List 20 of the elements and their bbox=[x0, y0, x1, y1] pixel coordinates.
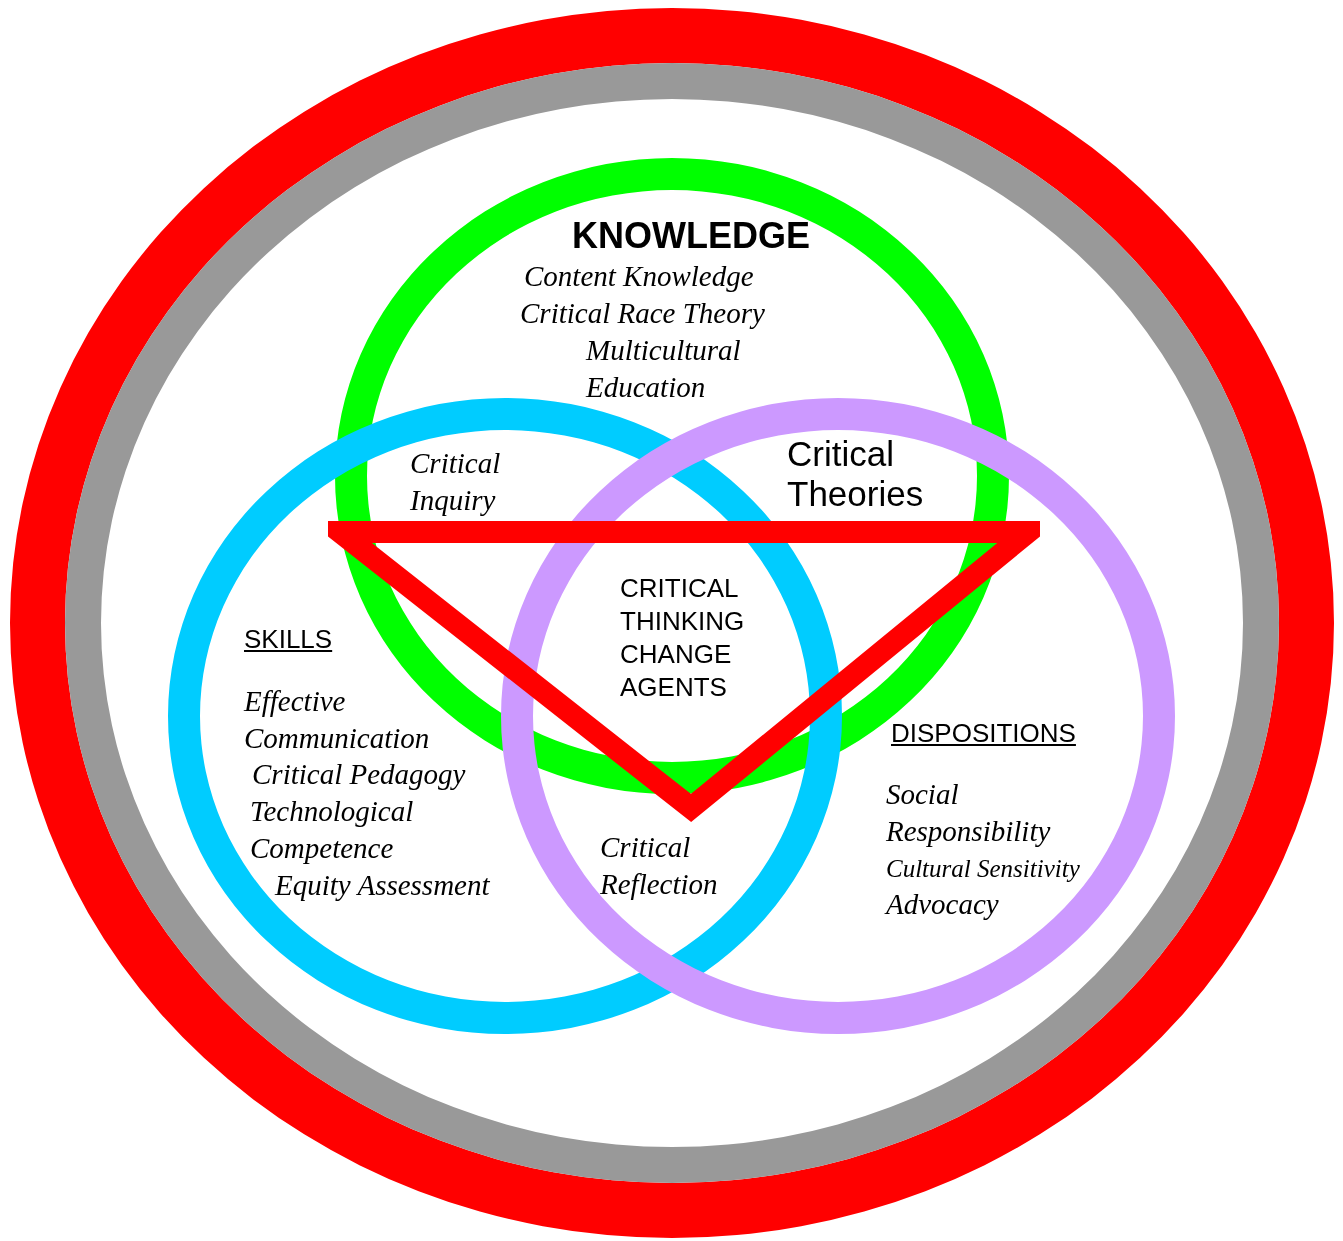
heading: DISPOSITIONS bbox=[891, 717, 1077, 750]
list-item: Social Responsibility bbox=[886, 777, 1052, 849]
dispositions-circle bbox=[501, 398, 1175, 1034]
list-item: Multicultural Education bbox=[586, 333, 742, 405]
overlap-label: Critical Inquiry bbox=[410, 446, 502, 518]
list-item: Advocacy bbox=[886, 887, 1000, 922]
center-text: CRITICAL THINKING CHANGE AGENTS bbox=[620, 572, 746, 704]
inner-ring bbox=[65, 63, 1279, 1183]
list-item: Equity Assessment bbox=[275, 868, 491, 903]
overlap-label: Critical Theories bbox=[787, 434, 925, 514]
list-item: Effective Communication bbox=[244, 684, 431, 756]
list-item: Technological Competence bbox=[250, 794, 415, 866]
list-item: Critical Race Theory bbox=[520, 296, 766, 331]
overlap-label: Critical Reflection bbox=[600, 830, 719, 902]
list-item: Content Knowledge bbox=[524, 259, 755, 294]
heading: SKILLS bbox=[244, 623, 334, 656]
list-item: Cultural Sensitivity bbox=[886, 854, 1081, 884]
list-item: Critical Pedagogy bbox=[252, 757, 467, 792]
heading: KNOWLEDGE bbox=[572, 214, 811, 258]
outer-ring bbox=[10, 8, 1334, 1238]
